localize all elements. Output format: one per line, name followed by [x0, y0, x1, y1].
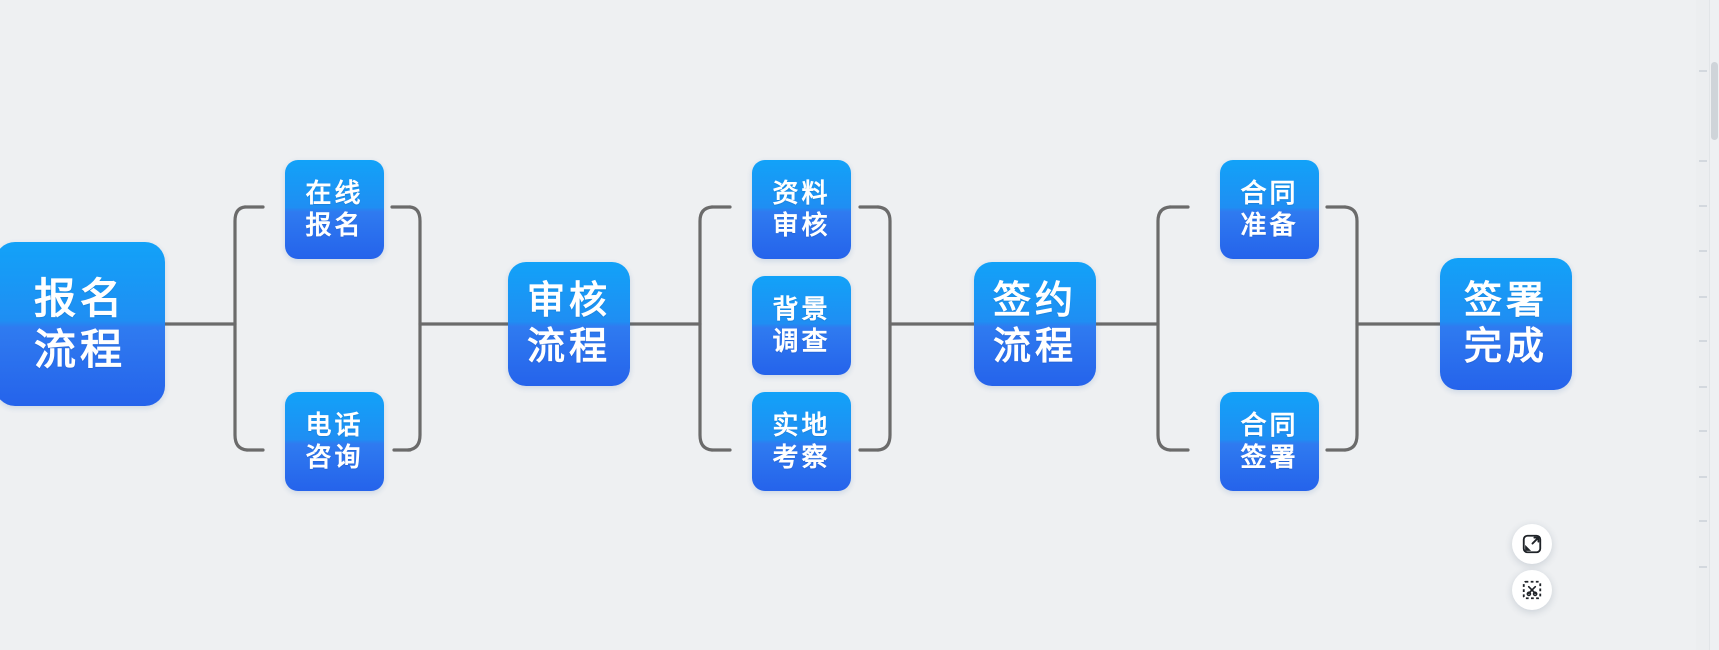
- node-label-line1: 实地: [772, 409, 831, 440]
- scrollbar-thumb[interactable]: [1711, 62, 1718, 140]
- node-label-line1: 资料: [772, 177, 831, 208]
- node-leaf-ziliao-shenhe[interactable]: 资料 审核: [752, 160, 851, 259]
- node-label-line2: 审核: [772, 209, 831, 240]
- node-trunk-shenhe-liucheng[interactable]: 审核 流程: [508, 262, 630, 386]
- node-label-line2: 考察: [772, 441, 831, 472]
- node-label-line2: 准备: [1240, 209, 1299, 240]
- node-label-line1: 签署: [1463, 279, 1548, 322]
- node-label-line2: 报名: [305, 209, 364, 240]
- node-trunk-qianyue-liucheng[interactable]: 签约 流程: [974, 262, 1096, 386]
- node-label-line1: 报名: [33, 274, 126, 322]
- node-leaf-zaixian-baoming[interactable]: 在线 报名: [285, 160, 384, 259]
- node-leaf-shidi-kaocha[interactable]: 实地 考察: [752, 392, 851, 491]
- node-root-baoming-liucheng[interactable]: 报名 流程: [0, 242, 165, 406]
- screenshot-scissors-icon: [1522, 580, 1542, 600]
- node-leaf-beijing-diaocha[interactable]: 背景 调查: [752, 276, 851, 375]
- node-label-line1: 审核: [526, 279, 611, 322]
- node-label-line2: 流程: [992, 326, 1077, 368]
- expand-fullscreen-button[interactable]: [1512, 524, 1552, 564]
- node-leaf-dianhua-zixun[interactable]: 电话 咨询: [285, 392, 384, 491]
- node-label-line1: 在线: [305, 177, 364, 208]
- node-trunk-qianshu-wancheng[interactable]: 签署 完成: [1440, 258, 1572, 390]
- node-label-line2: 签署: [1240, 441, 1299, 472]
- node-label-line2: 完成: [1463, 326, 1548, 368]
- node-label-line2: 流程: [33, 326, 126, 373]
- node-label-line1: 背景: [772, 293, 831, 324]
- node-label-line2: 咨询: [305, 441, 364, 472]
- node-leaf-hetong-zhunbei[interactable]: 合同 准备: [1220, 160, 1319, 259]
- node-label-line1: 签约: [992, 279, 1077, 322]
- node-label-line1: 合同: [1240, 177, 1299, 208]
- node-label-line1: 合同: [1240, 409, 1299, 440]
- node-leaf-hetong-qianshu[interactable]: 合同 签署: [1220, 392, 1319, 491]
- right-panel-sliver: [1696, 0, 1710, 650]
- vertical-scrollbar[interactable]: [1709, 0, 1719, 650]
- expand-arrow-icon: [1522, 534, 1542, 554]
- node-label-line1: 电话: [305, 409, 364, 440]
- node-label-line2: 调查: [772, 325, 831, 356]
- node-label-line2: 流程: [526, 326, 611, 368]
- screenshot-capture-button[interactable]: [1512, 570, 1552, 610]
